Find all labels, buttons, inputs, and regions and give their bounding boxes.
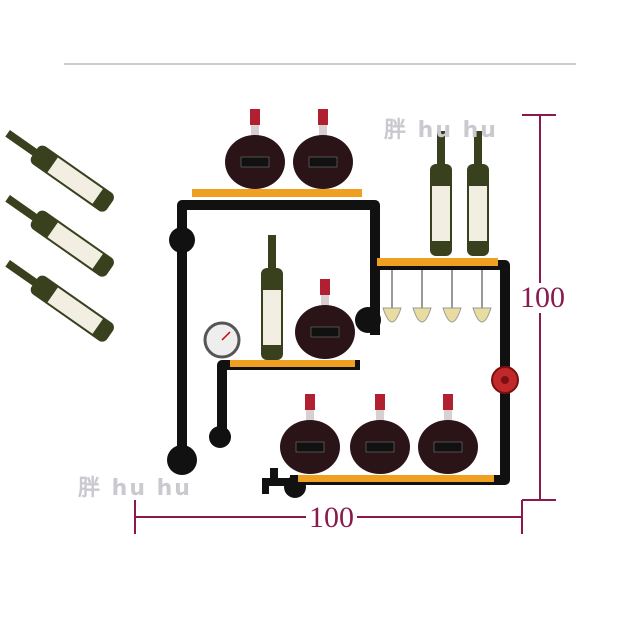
round-bottle-icon xyxy=(293,109,353,189)
wine-bottle-icon xyxy=(430,131,452,256)
wine-bottle-icon xyxy=(5,195,114,277)
pressure-gauge-icon xyxy=(203,321,241,359)
watermark-bottom: 胖 hu hu xyxy=(78,476,192,501)
wine-glass-icon xyxy=(472,270,492,323)
wine-glass-icon xyxy=(442,270,462,323)
wine-bottle-icon xyxy=(467,131,489,256)
wine-glass-icon xyxy=(412,270,432,323)
wine-bottle-icon xyxy=(5,130,114,212)
watermark-top: 胖 hu hu xyxy=(384,118,498,143)
shelves xyxy=(192,189,498,482)
tap-icon xyxy=(262,468,292,494)
round-bottle-icon xyxy=(280,394,340,474)
wine-bottle-icon xyxy=(5,260,114,342)
wine-bottle-icon xyxy=(261,235,283,360)
bottles xyxy=(5,109,492,474)
valve-wheel-icon xyxy=(491,366,519,394)
round-bottle-icon xyxy=(418,394,478,474)
height-dimension-label: 100 xyxy=(517,283,568,313)
round-bottle-icon xyxy=(350,394,410,474)
round-bottle-icon xyxy=(295,279,355,359)
width-dimension-label: 100 xyxy=(306,503,357,533)
round-bottle-icon xyxy=(225,109,285,189)
wine-glass-icon xyxy=(382,270,402,323)
